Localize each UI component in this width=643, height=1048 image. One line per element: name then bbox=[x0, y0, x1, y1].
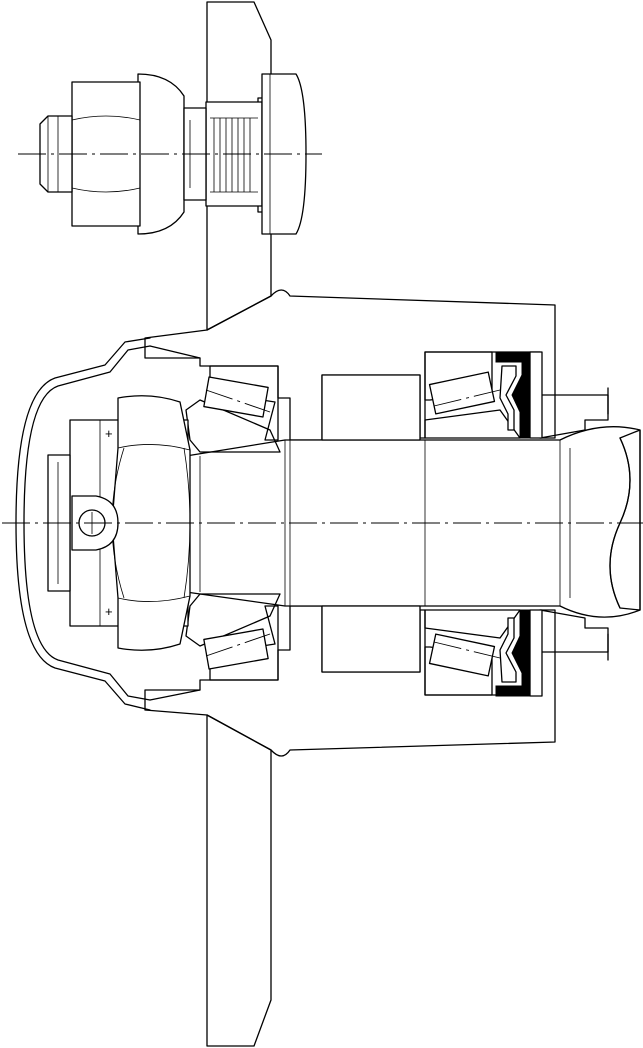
outer-bearing-cone-bottom bbox=[424, 609, 521, 639]
outer-roller-bottom bbox=[428, 633, 496, 677]
seal-lip-bottom bbox=[495, 609, 531, 697]
inner-bearing-cup-bottom bbox=[209, 605, 279, 681]
inner-roller-top bbox=[203, 376, 269, 418]
outer-tapered-roller-bearing bbox=[424, 351, 521, 696]
oil-seal bbox=[495, 351, 543, 697]
spacer-sleeve bbox=[321, 374, 421, 673]
inner-roller-bottom bbox=[203, 628, 269, 670]
pin-mark-top: + bbox=[105, 426, 113, 441]
inner-bearing-cup-top bbox=[209, 365, 279, 441]
wheel-disc-bottom bbox=[206, 714, 272, 1047]
stud-knurl bbox=[213, 118, 251, 192]
inner-bearing-cone-bottom bbox=[185, 593, 281, 647]
pin-mark-bottom: + bbox=[105, 604, 113, 619]
wheel-nut bbox=[39, 73, 207, 235]
inner-tapered-roller-bearing bbox=[185, 365, 281, 681]
outer-bearing-cone-top bbox=[424, 409, 521, 439]
inner-bearing-cone-top bbox=[185, 399, 281, 453]
axle-shaft bbox=[185, 426, 641, 618]
outer-roller-top bbox=[428, 371, 496, 415]
seal-lip-top bbox=[495, 351, 531, 439]
